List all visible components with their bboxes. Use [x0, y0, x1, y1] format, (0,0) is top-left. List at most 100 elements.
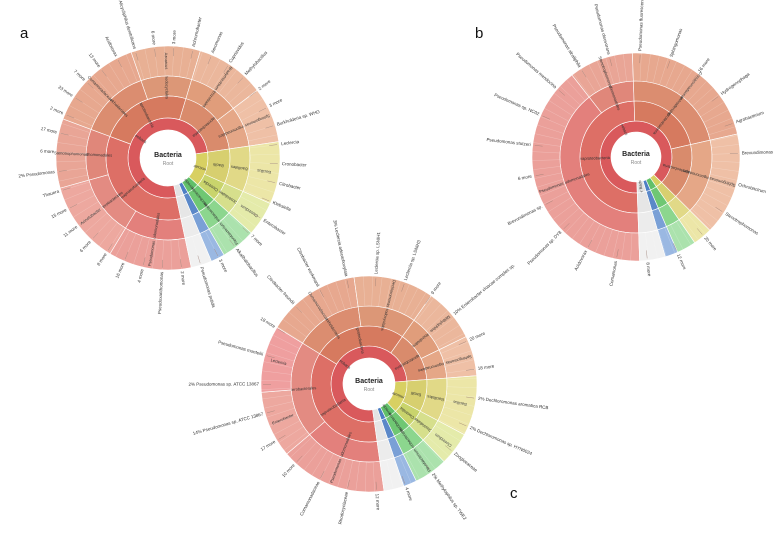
- sunburst-b-subdivision-line: [540, 116, 567, 128]
- sunburst-a-ring3-segment-unlabeled-11: [184, 233, 212, 268]
- sunburst-a-segment-label: Pseudomonadales: [150, 212, 160, 246]
- sunburst-a-outer-label: 8 more: [96, 252, 108, 267]
- sunburst-c-label-tick: [401, 283, 405, 292]
- sunburst-b-label-tick: [542, 115, 550, 120]
- sunburst-c-subdivision-line: [378, 276, 383, 307]
- sunburst-c-segment-label: Betaproteobacteria: [354, 320, 366, 355]
- sunburst-c-label-tick: [425, 463, 431, 471]
- sunburst-b-outer-label: Brevundimonas sp.: [507, 204, 543, 226]
- sunburst-b-subdivision-line: [645, 232, 649, 261]
- sunburst-b-subdivision-line: [579, 220, 595, 245]
- sunburst-c-outer-label: Comamonadaceae: [299, 480, 321, 517]
- sunburst-c-subdivision-line: [398, 283, 410, 312]
- sunburst-b-outer-label: Agrobacterium: [735, 110, 765, 124]
- sunburst-c-center-title: Bacteria: [355, 378, 383, 385]
- sunburst-a-subdivision-line: [72, 201, 99, 218]
- sunburst-b-subdivision-line: [532, 166, 561, 170]
- sunburst-a-outer-label: 4 more: [137, 268, 145, 283]
- sunburst-a-outer-label: 2 more: [180, 271, 187, 286]
- sunburst-a-outer-label: Cronobacter: [282, 161, 307, 167]
- sunburst-a-subdivision-line: [211, 227, 228, 254]
- sunburst-c-subdivision-line: [410, 292, 427, 319]
- sunburst-b-segment-label: Gammaproteobacteria: [570, 155, 611, 161]
- sunburst-c-subdivision-line: [392, 458, 403, 487]
- sunburst-b-subdivision-line: [543, 191, 569, 205]
- sunburst-c-label-tick: [375, 278, 377, 287]
- sunburst-a-subdivision-line: [115, 230, 130, 257]
- sunburst-b-subdivision-line: [658, 229, 667, 257]
- sunburst-a-subdivision-line: [133, 235, 143, 265]
- sunburst-a-label-tick: [75, 97, 83, 103]
- sunburst-c: ProteobacteriaFirmicutesBacteroidetesGam…: [189, 220, 549, 525]
- sunburst-b-label-tick: [609, 58, 613, 67]
- sunburst-c-subdivision-line: [431, 430, 456, 450]
- sunburst-c-subdivision-line: [363, 276, 366, 307]
- sunburst-c-label-tick: [401, 476, 405, 484]
- sunburst-a-subdivision-line: [240, 196, 267, 211]
- sunburst-b-outer-label: Brevundimonas: [742, 149, 774, 155]
- sunburst-c-outer-label: Pseudomonas monteilii: [218, 339, 264, 356]
- sunburst-a-segment-label: Firmicutes: [191, 163, 210, 173]
- sunburst-b-subdivision-line: [711, 167, 740, 172]
- sunburst-b-center-subtitle: Root: [631, 160, 642, 166]
- sunburst-a-label-tick: [66, 114, 75, 119]
- sunburst-a-center-subtitle: Root: [163, 161, 174, 167]
- sunburst-b-subdivision-line: [595, 226, 607, 253]
- sunburst-a-subdivision-line: [98, 222, 118, 247]
- sunburst-c-subdivision-line: [430, 317, 455, 337]
- sunburst-a-label-tick: [190, 50, 193, 59]
- sunburst-c-subdivision-line: [437, 333, 465, 348]
- sunburst-c-label-tick: [278, 329, 286, 334]
- sunburst-b-subdivision-line: [671, 65, 685, 90]
- sunburst-a-label-tick: [101, 70, 107, 77]
- sunburst-a-subdivision-line: [249, 153, 280, 156]
- sunburst-a-label-tick: [207, 56, 212, 65]
- sunburst-c-subdivision-line: [411, 449, 428, 475]
- sunburst-c-subdivision-line: [421, 303, 442, 327]
- sunburst-c-subdivision-line: [415, 297, 435, 322]
- sunburst-c-segment-label: Leclercia: [270, 357, 287, 366]
- sunburst-c-subdivision-line: [268, 343, 297, 355]
- sunburst-a-outer-label: Thauera: [42, 188, 60, 198]
- sunburst-a-label-tick: [124, 251, 129, 260]
- sunburst-b-subdivision-line: [534, 133, 562, 141]
- sunburst-b-subdivision-line: [696, 94, 720, 112]
- sunburst-a-outer-label: 15 more: [50, 207, 67, 219]
- sunburst-a-outer-label: 3 more: [218, 258, 229, 273]
- sunburst-c-subdivision-line: [399, 455, 412, 484]
- sunburst-c-outer-label: 20 more: [469, 330, 487, 341]
- panel-label-c: c: [510, 485, 518, 502]
- sunburst-a-subdivision-line: [218, 69, 238, 94]
- sunburst-c-outer-label: 2% Pseudomonas sp. ATCC 13867: [189, 381, 260, 386]
- sunburst-b-label-tick: [534, 145, 543, 147]
- sunburst-c-outer-label: 2% Dechloromonas aromatica RCB: [478, 396, 549, 410]
- sunburst-c-label-tick: [296, 306, 303, 313]
- sunburst-c-subdivision-line: [446, 393, 477, 398]
- sunburst-c-subdivision-line: [385, 278, 392, 308]
- sunburst-c-subdivision-line: [263, 361, 293, 368]
- sunburst-a-label-tick: [249, 91, 256, 97]
- sunburst-a-label-tick: [60, 133, 69, 136]
- sunburst-c-subdivision-line: [335, 281, 346, 310]
- sunburst-b-label-tick: [691, 74, 697, 82]
- sunburst-c-subdivision-line: [311, 449, 328, 476]
- sunburst-c-subdivision-line: [263, 401, 294, 409]
- sunburst-c-subdivision-line: [272, 334, 300, 349]
- sunburst-c-outer-label: Citrobacter werkmanii: [296, 247, 321, 288]
- sunburst-a: ProteobacteriaFirmicutesBacteroidetesGam…: [18, 0, 321, 314]
- sunburst-b-subdivision-line: [708, 180, 735, 190]
- sunburst-b-subdivision-line: [623, 53, 627, 82]
- sunburst-a-subdivision-line: [206, 59, 221, 86]
- sunburst-b-outer-label: Sphingomonas: [669, 27, 684, 58]
- sunburst-c-subdivision-line: [302, 298, 322, 323]
- sunburst-c-outer-label: 10 more: [281, 462, 296, 478]
- sunburst-b-subdivision-line: [532, 151, 561, 154]
- sunburst-c-subdivision-line: [337, 458, 347, 488]
- sunburst-b-subdivision-line: [659, 58, 669, 85]
- sunburst-b-outer-label: 12 more: [676, 253, 687, 271]
- sunburst-b-label-tick: [724, 123, 733, 127]
- sunburst-a-subdivision-line: [57, 142, 87, 147]
- sunburst-c-subdivision-line: [391, 280, 401, 310]
- sunburst-c-label-tick: [444, 316, 452, 323]
